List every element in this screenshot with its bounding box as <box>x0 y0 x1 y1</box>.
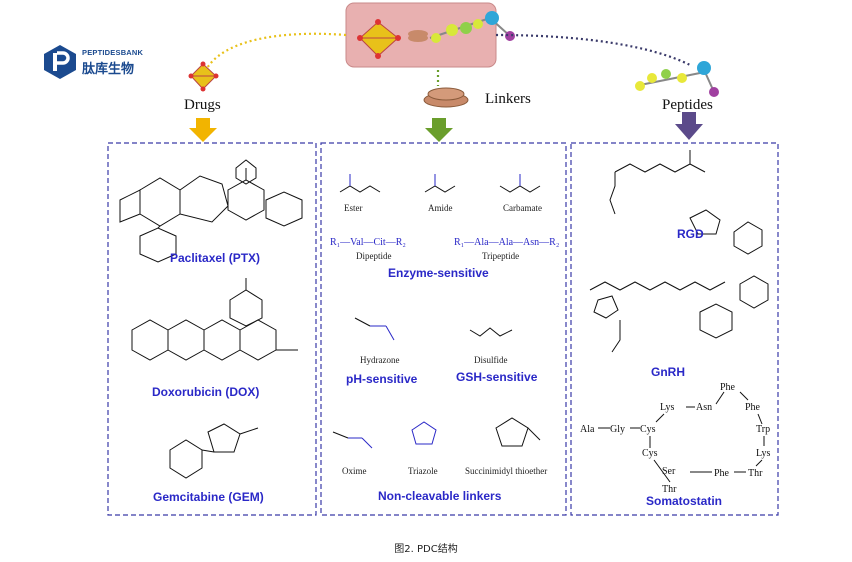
somatostatin-residue: Thr <box>748 468 763 479</box>
linker-tripeptide-formula: R₁—Ala—Ala—Asn—R₂ <box>454 237 560 248</box>
peptide-name-somatostatin: Somatostatin <box>646 494 723 508</box>
somatostatin-residue: Asn <box>696 402 712 413</box>
rgd-structure <box>609 150 763 255</box>
doxorubicin-structure <box>131 278 298 361</box>
somatostatin-residue: Ala <box>580 424 595 435</box>
somatostatin-ring <box>598 391 765 483</box>
linker-tripeptide-label: Tripeptide <box>482 251 520 261</box>
brand-name-cn: 肽库生物 <box>82 62 135 77</box>
drugs-arrow <box>189 118 217 142</box>
drug-name-dox: Doxorubicin (DOX) <box>152 385 260 399</box>
somatostatin-residue: Cys <box>640 424 656 435</box>
oxime-structure <box>332 431 373 449</box>
somatostatin-residue: Cys <box>642 448 658 459</box>
linker-thioether-label: Succinimidyl thioether <box>465 466 548 476</box>
linker-oxime-label: Oxime <box>342 466 367 476</box>
gnrh-structure <box>589 275 769 353</box>
somatostatin-residue: Gly <box>610 424 625 435</box>
linker-dipeptide-formula: R₁—Val—Cit—R₂ <box>330 237 406 248</box>
linker-group-enzyme: Enzyme-sensitive <box>388 266 489 280</box>
triazole-structure <box>411 421 437 445</box>
somatostatin-residue: Phe <box>714 468 730 479</box>
gemcitabine-structure <box>169 423 259 479</box>
drug-icon <box>188 61 219 92</box>
somatostatin-residue: Thr <box>662 484 677 495</box>
somatostatin-residue: Lys <box>756 448 771 459</box>
somatostatin-residue: Ser <box>662 466 676 477</box>
carbamate-structure <box>499 174 541 193</box>
peptides-arrow <box>675 112 703 140</box>
linker-carbamate-label: Carbamate <box>503 203 542 213</box>
linker-ester-label: Ester <box>344 203 363 213</box>
somatostatin-residue: Phe <box>720 382 736 393</box>
somatostatin-residue: Lys <box>660 402 675 413</box>
disulfide-structure <box>469 327 513 337</box>
section-title-peptides: Peptides <box>662 97 713 113</box>
section-title-drugs: Drugs <box>184 97 221 113</box>
peptides-box <box>570 142 779 516</box>
drug-name-gem: Gemcitabine (GEM) <box>153 490 264 504</box>
drugs-box <box>107 142 317 516</box>
peptide-name-gnrh: GnRH <box>651 365 685 379</box>
drugs-connector <box>204 32 347 73</box>
linker-group-ph: pH-sensitive <box>346 372 418 386</box>
linkers-box <box>320 142 567 516</box>
peptide-icon <box>635 61 719 97</box>
brand-name-en: PEPTIDESBANK <box>82 48 144 57</box>
pdc-conjugate-image <box>345 2 515 68</box>
paclitaxel-structure <box>119 159 303 263</box>
linker-hydrazone-label: Hydrazone <box>360 355 400 365</box>
ester-structure <box>339 174 381 193</box>
hydrazone-structure <box>354 317 395 341</box>
linker-amide-label: Amide <box>428 203 453 213</box>
amide-structure <box>424 174 456 193</box>
peptides-connector <box>495 33 691 66</box>
linkers-arrow <box>425 118 453 142</box>
peptide-name-rgd: RGD <box>677 227 704 241</box>
section-title-linkers: Linkers <box>485 91 531 107</box>
succinimide-structure <box>495 417 541 447</box>
linker-disulfide-label: Disulfide <box>474 355 508 365</box>
brand-logo-icon <box>44 45 76 79</box>
somatostatin-residue: Trp <box>756 424 770 435</box>
linker-icon <box>423 87 469 108</box>
linker-group-noncleavable: Non-cleavable linkers <box>378 489 502 503</box>
linker-dipeptide-label: Dipeptide <box>356 251 392 261</box>
somatostatin-residue: Phe <box>745 402 761 413</box>
linker-group-gsh: GSH-sensitive <box>456 370 538 384</box>
figure-caption: 图2. PDC结构 <box>394 544 458 555</box>
drug-name-ptx: Paclitaxel (PTX) <box>170 251 261 265</box>
linker-triazole-label: Triazole <box>408 466 438 476</box>
